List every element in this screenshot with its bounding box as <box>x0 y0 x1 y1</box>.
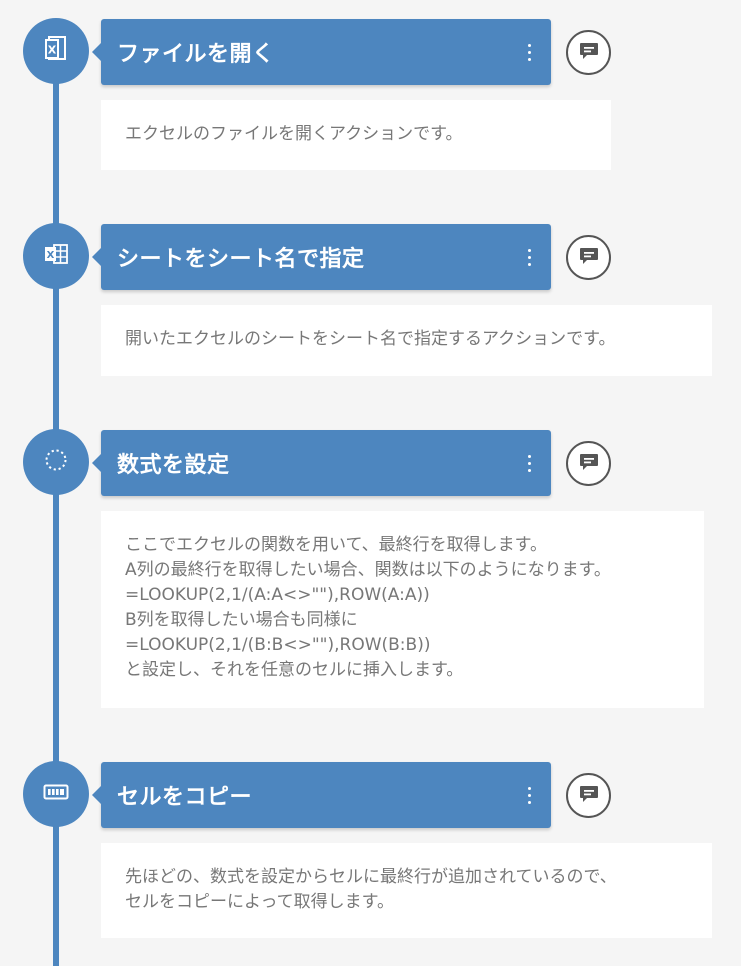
step-node <box>23 429 89 495</box>
description-line: エクセルのファイルを開くアクションです。 <box>125 124 463 144</box>
svg-text:X: X <box>48 44 57 57</box>
description-line: 開いたエクセルのシートをシート名で指定するアクションです。 <box>125 329 616 349</box>
description-line: B列を取得したい場合も同様に <box>125 610 358 630</box>
svg-text:X: X <box>47 250 55 261</box>
comment-button[interactable] <box>566 441 611 486</box>
description-line: 先ほどの、数式を設定からセルに最終行が追加されているので、 <box>125 867 617 887</box>
timeline-line <box>53 60 59 966</box>
step-description: ここでエクセルの関数を用いて、最終行を取得します。 A列の最終行を取得したい場合… <box>101 511 704 708</box>
description-line: と設定し、それを任意のセルに挿入します。 <box>125 660 464 680</box>
more-options-icon[interactable] <box>507 19 551 85</box>
step-description: エクセルのファイルを開くアクションです。 <box>101 100 611 170</box>
excel-sheet-icon: X <box>43 243 69 269</box>
step-header[interactable]: シートをシート名で指定 <box>92 224 551 290</box>
more-options-icon[interactable] <box>507 430 551 496</box>
comment-icon <box>578 40 600 66</box>
step-description: 開いたエクセルのシートをシート名で指定するアクションです。 <box>101 305 712 376</box>
step-title: セルをコピー <box>117 785 253 810</box>
comment-icon <box>578 245 600 271</box>
description-line: =LOOKUP(2,1/(B:B<>""),ROW(B:B)) <box>125 635 431 655</box>
excel-file-icon: X <box>45 36 67 66</box>
cell-copy-icon <box>43 784 69 804</box>
step-node: X <box>23 223 89 289</box>
description-line: =LOOKUP(2,1/(A:A<>""),ROW(A:A)) <box>125 585 430 605</box>
step-node <box>23 761 89 827</box>
description-line: セルをコピーによって取得します。 <box>125 892 394 912</box>
description-line: ここでエクセルの関数を用いて、最終行を取得します。 <box>125 535 547 555</box>
comment-button[interactable] <box>566 773 611 818</box>
step-description: 先ほどの、数式を設定からセルに最終行が追加されているので、 セルをコピーによって… <box>101 843 712 938</box>
step-title: 数式を設定 <box>117 453 230 478</box>
step-header[interactable]: ファイルを開く <box>92 19 551 85</box>
dotted-circle-icon <box>44 448 68 476</box>
comment-icon <box>578 451 600 477</box>
step-title: ファイルを開く <box>117 42 275 67</box>
more-options-icon[interactable] <box>507 762 551 828</box>
comment-icon <box>578 783 600 809</box>
comment-button[interactable] <box>566 235 611 280</box>
more-options-icon[interactable] <box>507 224 551 290</box>
comment-button[interactable] <box>566 30 611 75</box>
step-header[interactable]: 数式を設定 <box>92 430 551 496</box>
step-node: X <box>23 18 89 84</box>
description-line: A列の最終行を取得したい場合、関数は以下のようになります。 <box>125 560 611 580</box>
step-header[interactable]: セルをコピー <box>92 762 551 828</box>
step-title: シートをシート名で指定 <box>117 247 365 272</box>
